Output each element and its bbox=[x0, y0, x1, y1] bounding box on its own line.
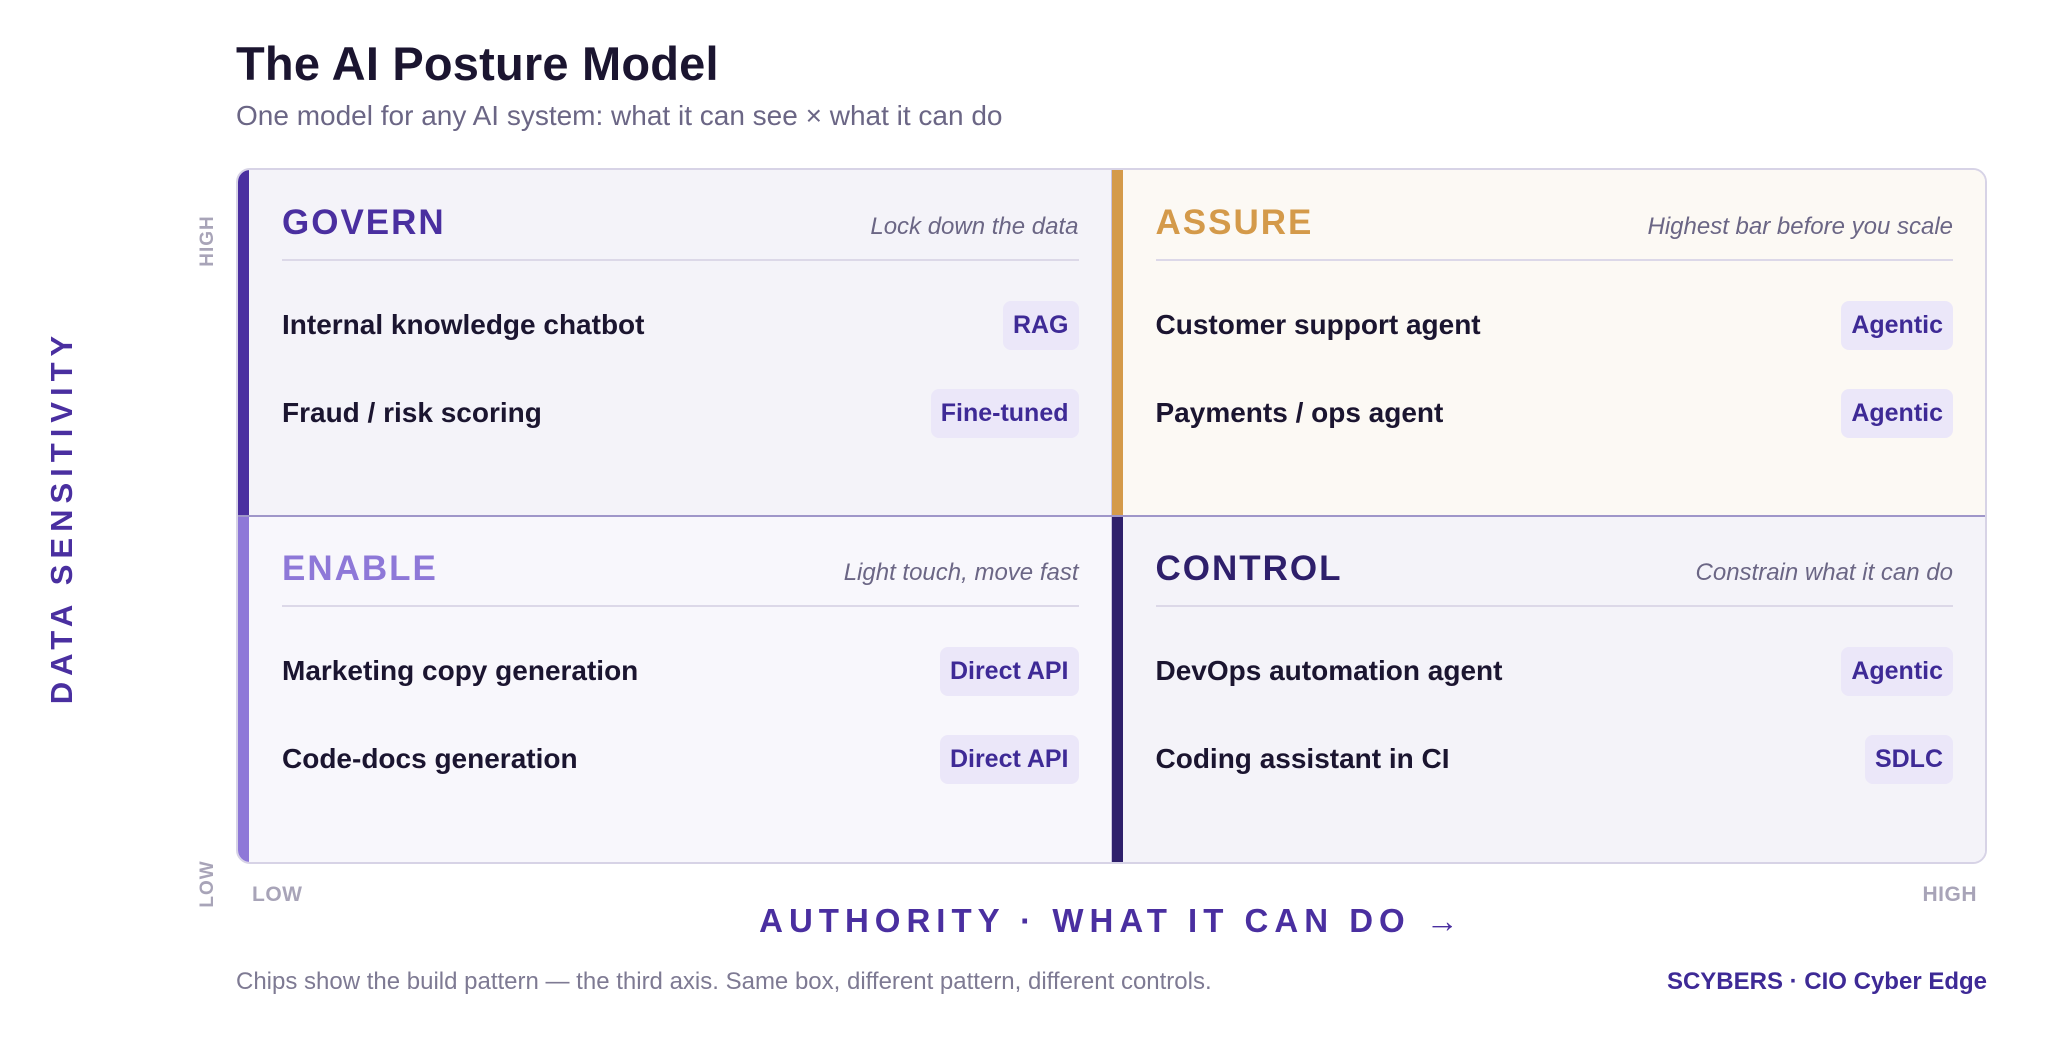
enable-accent-bar bbox=[238, 516, 249, 862]
x-axis-high-label: HIGH bbox=[1922, 883, 1977, 906]
item-label: Marketing copy generation bbox=[282, 655, 639, 686]
govern-tagline: Lock down the data bbox=[870, 213, 1079, 240]
quadrant-assure: ASSURE Highest bar before you scale Cust… bbox=[1111, 170, 1985, 516]
y-axis-low-label: LOW bbox=[197, 860, 218, 908]
pattern-chip: RAG bbox=[1002, 300, 1079, 350]
enable-header: ENABLE Light touch, move fast bbox=[282, 549, 1079, 607]
posture-matrix: GOVERN Lock down the data Internal knowl… bbox=[236, 168, 1987, 864]
enable-title: ENABLE bbox=[282, 549, 438, 588]
list-item: Customer support agent Agentic bbox=[1155, 300, 1953, 350]
page-subtitle: One model for any AI system: what it can… bbox=[236, 100, 1003, 131]
x-axis-title: AUTHORITY · WHAT IT CAN DO → bbox=[759, 902, 1465, 939]
quadrant-govern: GOVERN Lock down the data Internal knowl… bbox=[238, 170, 1112, 516]
item-label: Code-docs generation bbox=[282, 743, 578, 774]
pattern-chip: Direct API bbox=[939, 734, 1079, 784]
brand-credit: SCYBERS · CIO Cyber Edge bbox=[1666, 968, 1987, 995]
x-axis-low-label: LOW bbox=[252, 883, 303, 906]
item-label: Fraud / risk scoring bbox=[282, 397, 542, 428]
pattern-chip: Agentic bbox=[1841, 388, 1953, 438]
list-item: Fraud / risk scoring Fine-tuned bbox=[282, 388, 1079, 438]
govern-title: GOVERN bbox=[282, 203, 446, 242]
control-tagline: Constrain what it can do bbox=[1695, 559, 1953, 586]
list-item: Marketing copy generation Direct API bbox=[282, 646, 1079, 696]
quadrant-control: CONTROL Constrain what it can do DevOps … bbox=[1111, 516, 1985, 862]
list-item: Internal knowledge chatbot RAG bbox=[282, 300, 1079, 350]
quadrant-enable: ENABLE Light touch, move fast Marketing … bbox=[238, 516, 1112, 862]
item-label: Customer support agent bbox=[1155, 309, 1481, 340]
page-title: The AI Posture Model bbox=[236, 37, 719, 90]
item-label: DevOps automation agent bbox=[1155, 655, 1503, 686]
horizontal-divider bbox=[238, 515, 1985, 517]
item-label: Internal knowledge chatbot bbox=[282, 309, 645, 340]
assure-title: ASSURE bbox=[1155, 203, 1314, 242]
list-item: DevOps automation agent Agentic bbox=[1155, 646, 1953, 696]
pattern-chip: Agentic bbox=[1841, 646, 1953, 696]
assure-tagline: Highest bar before you scale bbox=[1647, 213, 1953, 240]
footnote: Chips show the build pattern — the third… bbox=[236, 968, 1212, 995]
pattern-chip: Direct API bbox=[939, 646, 1079, 696]
pattern-chip: Agentic bbox=[1841, 300, 1953, 350]
pattern-chip: Fine-tuned bbox=[930, 388, 1079, 438]
list-item: Payments / ops agent Agentic bbox=[1155, 388, 1953, 438]
y-axis-high-label: HIGH bbox=[197, 215, 218, 267]
assure-accent-bar bbox=[1111, 170, 1123, 516]
item-label: Coding assistant in CI bbox=[1155, 743, 1450, 774]
assure-header: ASSURE Highest bar before you scale bbox=[1155, 203, 1953, 261]
enable-tagline: Light touch, move fast bbox=[843, 559, 1079, 586]
item-label: Payments / ops agent bbox=[1155, 397, 1444, 428]
y-axis-title: DATA SENSITIVITY bbox=[44, 329, 79, 705]
pattern-chip: SDLC bbox=[1864, 734, 1953, 784]
list-item: Code-docs generation Direct API bbox=[282, 734, 1079, 784]
govern-accent-bar bbox=[238, 170, 249, 516]
list-item: Coding assistant in CI SDLC bbox=[1155, 734, 1953, 784]
govern-header: GOVERN Lock down the data bbox=[282, 203, 1079, 261]
control-accent-bar bbox=[1111, 516, 1123, 862]
control-header: CONTROL Constrain what it can do bbox=[1155, 549, 1953, 607]
control-title: CONTROL bbox=[1155, 549, 1343, 588]
